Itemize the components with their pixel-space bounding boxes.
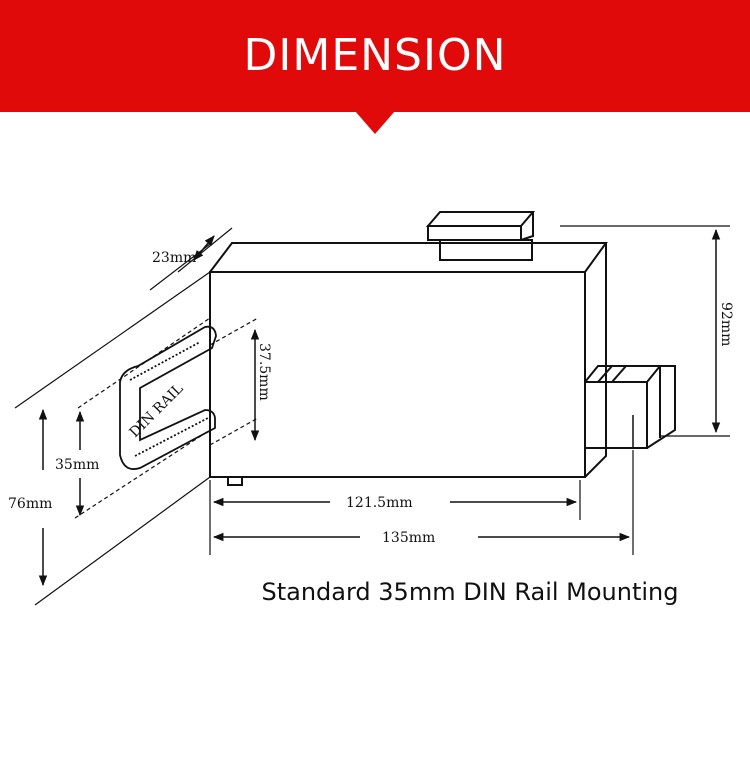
guide-lines xyxy=(14,225,730,606)
extension-lines xyxy=(74,317,259,519)
caption: Standard 35mm DIN Rail Mounting xyxy=(261,578,679,606)
total-depth-label: 76mm xyxy=(8,496,52,512)
rail-width-label: 35mm xyxy=(55,457,99,473)
depth-label: 23mm xyxy=(152,250,196,266)
rail-height-label: 37.5mm xyxy=(256,343,272,401)
top-connector-top xyxy=(425,211,536,227)
side-terminal-front xyxy=(584,381,648,449)
body-width-label: 121.5mm xyxy=(346,495,413,511)
depth-dimension xyxy=(193,235,215,261)
header-banner: DIMENSION xyxy=(0,0,750,112)
din-rail xyxy=(119,325,217,470)
banner-pointer xyxy=(355,111,395,134)
height-label: 92mm xyxy=(718,302,734,346)
housing-side-face xyxy=(584,243,607,478)
top-connector-base xyxy=(439,239,533,261)
housing-top-face xyxy=(209,242,608,273)
housing-front-face xyxy=(209,271,586,478)
page-title: DIMENSION xyxy=(243,30,507,81)
mounting-foot xyxy=(227,476,243,486)
total-width-label: 135mm xyxy=(382,530,435,546)
top-connector-front xyxy=(427,225,522,241)
